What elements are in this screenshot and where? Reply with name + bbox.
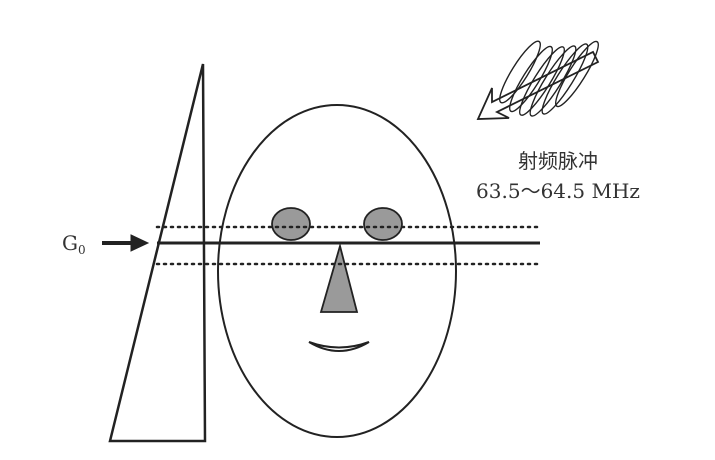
rf-wave-loop: [509, 45, 553, 113]
rf-pulse-title: 射频脉冲: [518, 149, 598, 173]
g0-label-base: G: [62, 231, 78, 255]
g0-label: G0: [62, 231, 86, 257]
left-eye: [271, 207, 311, 241]
rf-wave-loop: [541, 43, 589, 115]
rf-pulse-arrow: [476, 50, 600, 120]
nose: [319, 242, 359, 313]
face-outline: [217, 104, 457, 438]
rf-wave-loop: [555, 40, 599, 108]
rf-wave-loop: [499, 40, 541, 104]
rf-wave-loop: [519, 46, 565, 116]
g0-label-subscript: 0: [78, 243, 86, 257]
rf-pulse-wave: [499, 40, 599, 117]
rf-wave-loop: [529, 45, 577, 117]
mouth: [308, 341, 370, 352]
rf-pulse-frequency: 63.5～64.5 MHz: [476, 179, 640, 203]
right-eye: [363, 207, 403, 241]
gradient-wedge: [108, 63, 207, 443]
g0-arrow-head: [130, 234, 150, 252]
